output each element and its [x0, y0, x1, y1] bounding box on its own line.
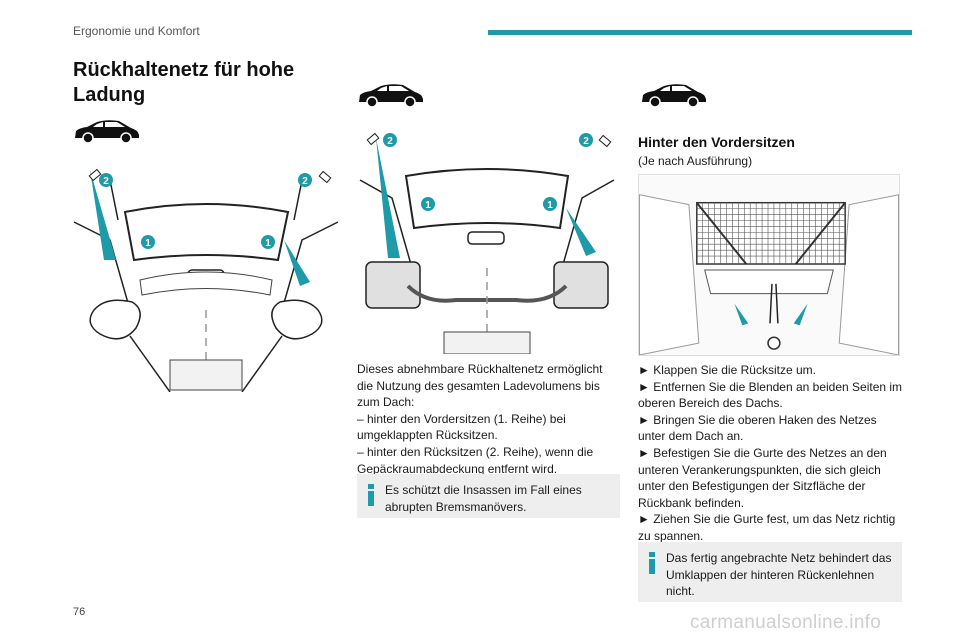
figure-label-1: 1	[145, 238, 151, 249]
page-title: Rückhaltenetz für hohe Ladung	[73, 59, 295, 106]
watermark: carmanualsonline.info	[690, 612, 882, 633]
section-header: Ergonomie und Komfort	[73, 24, 200, 38]
figure-label-1: 1	[265, 238, 271, 249]
car-silhouette-icon	[75, 120, 139, 144]
figure-label-2: 2	[103, 176, 109, 187]
intro-paragraph: Dieses abnehmbare Rückhaltenetz ermöglic…	[357, 362, 603, 410]
car-silhouette-icon	[642, 84, 706, 108]
trunk-net-illustration	[638, 174, 900, 356]
step-item: ► Klappen Sie die Rücksitze um.	[638, 363, 816, 377]
car-silhouette-icon	[359, 84, 423, 108]
step-item: ► Bringen Sie die oberen Haken des Netze…	[638, 412, 877, 444]
info-safety-text: Es schützt die Insassen im Fall eines ab…	[385, 483, 582, 514]
installation-steps: ► Klappen Sie die Rücksitze um. ► Entfer…	[638, 362, 904, 545]
figure-label-2: 2	[583, 136, 589, 147]
info-icon	[368, 484, 374, 506]
info-box-folding: Das fertig angebrachte Netz behindert da…	[638, 542, 902, 602]
header-accent-bar	[488, 30, 912, 35]
step-item: ► Befestigen Sie die Gurte des Netzes an…	[638, 445, 887, 510]
info-icon	[649, 552, 655, 574]
version-note: (Je nach Ausführung)	[638, 154, 753, 168]
figure-label-2: 2	[302, 176, 308, 187]
subheading-front-seats: Hinter den Vordersitzen	[638, 134, 795, 150]
figure-label-1: 1	[547, 200, 553, 211]
cabin-illustration-rear: 2 2 1 1	[359, 132, 615, 354]
page-number: 76	[73, 606, 86, 618]
intro-text: Dieses abnehmbare Rückhaltenetz ermöglic…	[357, 361, 621, 477]
step-item: ► Ziehen Sie die Gurte fest, um das Netz…	[638, 512, 896, 543]
step-item: ► Entfernen Sie die Blenden an beiden Se…	[638, 379, 903, 411]
cabin-illustration-front: 2 2 1 1	[73, 168, 339, 392]
intro-bullet-rear: – hinter den Rücksitzen (2. Reihe), wenn…	[357, 444, 594, 476]
info-folding-text: Das fertig angebrachte Netz behindert da…	[666, 551, 892, 599]
figure-label-2: 2	[387, 136, 393, 147]
info-box-safety: Es schützt die Insassen im Fall eines ab…	[357, 474, 620, 518]
figure-label-1: 1	[425, 200, 431, 211]
intro-bullet-front: – hinter den Vordersitzen (1. Reihe) bei…	[357, 411, 566, 443]
